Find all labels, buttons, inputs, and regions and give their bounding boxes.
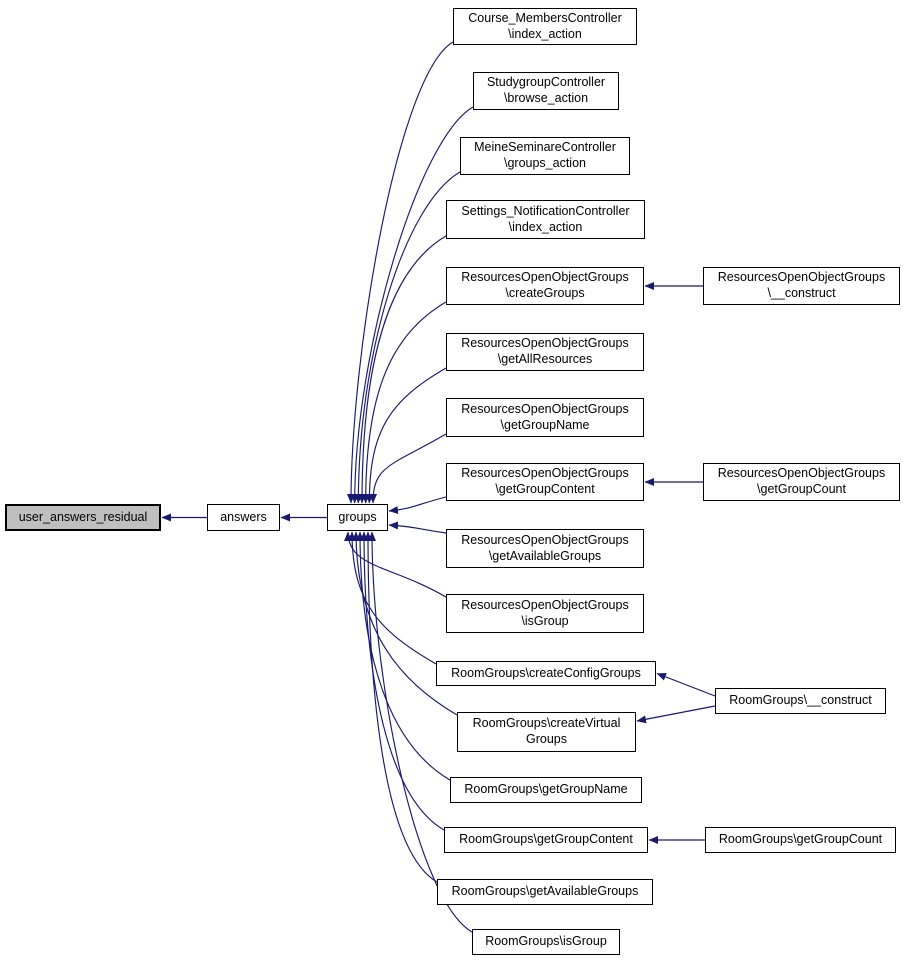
node-label: RoomGroups\createVirtual <box>472 716 621 731</box>
node-meineseminare_groups_action[interactable]: MeineSeminareController\groups_action <box>460 137 630 175</box>
node-label: ResourcesOpenObjectGroups <box>461 532 629 547</box>
node-course_members_index_action[interactable]: Course_MembersController\index_action <box>453 8 637 45</box>
edge-resources_isgroup-to-groups <box>344 531 447 598</box>
edge-settings_notification_index_action-to-groups <box>358 235 447 504</box>
node-label: \createGroups <box>505 286 585 300</box>
node-label: StudygroupController <box>486 75 606 90</box>
node-label: Settings_NotificationController <box>461 203 630 218</box>
node-label: RoomGroups\getGroupContent <box>459 832 633 847</box>
node-roomgroups_getgroupcount[interactable]: RoomGroups\getGroupCount <box>705 827 896 853</box>
edge-roomgroups_getgroupname-to-groups <box>356 531 451 781</box>
node-resources_getgroupname[interactable]: ResourcesOpenObjectGroups\getGroupName <box>446 398 644 437</box>
node-label: ResourcesOpenObjectGroups <box>461 336 629 351</box>
node-studygroup_browse_action[interactable]: StudygroupController\browse_action <box>473 72 619 110</box>
node-label: \getGroupCount <box>757 482 846 496</box>
node-label: ResourcesOpenObjectGroups <box>461 270 629 285</box>
node-label: ResourcesOpenObjectGroups <box>461 401 629 416</box>
node-user_answers_residual: user_answers_residual <box>5 504 161 531</box>
node-label: user_answers_residual <box>18 509 148 524</box>
node-roomgroups_getgroupcontent[interactable]: RoomGroups\getGroupContent <box>444 827 648 853</box>
node-settings_notification_index_action[interactable]: Settings_NotificationController\index_ac… <box>446 200 645 239</box>
node-label: MeineSeminareController <box>474 140 616 155</box>
edge-roomgroups_construct-to-roomgroups_createconfiggroups <box>656 672 716 697</box>
node-label: RoomGroups\createConfigGroups <box>451 665 641 680</box>
node-label: \index_action <box>508 219 583 234</box>
node-label: RoomGroups\__construct <box>729 693 872 708</box>
node-label: \getGroupContent <box>495 482 595 496</box>
node-label: RoomGroups\getGroupCount <box>718 832 883 847</box>
edge-roomgroups_isgroup-to-groups <box>368 531 473 933</box>
node-label: groups <box>338 509 377 524</box>
node-resources_isgroup[interactable]: ResourcesOpenObjectGroups\isGroup <box>446 594 644 633</box>
node-label: ResourcesOpenObjectGroups <box>717 270 886 285</box>
node-label: \getGroupName <box>500 417 590 432</box>
node-label: \groups_action <box>503 156 586 170</box>
edge-roomgroups_construct-to-roomgroups_createvirtualgroups <box>636 705 716 724</box>
node-label: ResourcesOpenObjectGroups <box>461 466 629 481</box>
node-label: RoomGroups\getAvailableGroups <box>451 884 639 899</box>
node-roomgroups_getgroupname[interactable]: RoomGroups\getGroupName <box>450 777 642 803</box>
edge-resources_getallresources-to-groups <box>365 367 447 504</box>
edge-roomgroups_getavailablegroups-to-groups <box>364 531 438 883</box>
node-label: \getAllResources <box>497 352 593 366</box>
node-resources_construct[interactable]: ResourcesOpenObjectGroups\__construct <box>703 267 900 305</box>
node-label: \isGroup <box>521 613 569 628</box>
node-label: RoomGroups\getGroupName <box>464 782 628 797</box>
edge-studygroup_browse_action-to-groups <box>350 106 474 504</box>
edge-resources_getgroupcontent-to-groups <box>388 496 447 515</box>
node-answers[interactable]: answers <box>207 504 280 531</box>
edge-resources_creategroups-to-groups <box>361 301 447 504</box>
node-label: ResourcesOpenObjectGroups <box>717 466 886 481</box>
node-label: \__construct <box>767 286 836 300</box>
node-roomgroups_isgroup[interactable]: RoomGroups\isGroup <box>472 929 620 955</box>
node-label: \getAvailableGroups <box>488 548 602 563</box>
node-label: answers <box>220 509 267 524</box>
node-label: RoomGroups\isGroup <box>485 934 607 949</box>
node-resources_getgroupcount[interactable]: ResourcesOpenObjectGroups\getGroupCount <box>703 463 900 501</box>
node-label: \index_action <box>508 26 582 41</box>
edge-resources_getgroupname-to-groups <box>369 433 447 504</box>
node-label: ResourcesOpenObjectGroups <box>461 597 629 612</box>
edge-meineseminare_groups_action-to-groups <box>354 171 461 504</box>
node-label: Groups <box>526 732 567 746</box>
node-resources_creategroups[interactable]: ResourcesOpenObjectGroups\createGroups <box>446 267 644 305</box>
node-label: \browse_action <box>503 91 589 105</box>
node-groups[interactable]: groups <box>327 504 388 531</box>
node-resources_getavailablegroups[interactable]: ResourcesOpenObjectGroups\getAvailableGr… <box>446 529 644 568</box>
node-roomgroups_createconfiggroups[interactable]: RoomGroups\createConfigGroups <box>436 661 656 686</box>
edge-resources_getavailablegroups-to-groups <box>388 521 447 534</box>
node-resources_getallresources[interactable]: ResourcesOpenObjectGroups\getAllResource… <box>446 333 644 371</box>
edge-roomgroups_getgroupcontent-to-groups <box>360 531 445 831</box>
edge-course_members_index_action-to-groups <box>347 41 454 504</box>
edge-roomgroups_createvirtualgroups-to-groups <box>352 531 458 716</box>
node-roomgroups_construct[interactable]: RoomGroups\__construct <box>715 688 886 714</box>
node-label: Course_MembersController <box>468 10 622 25</box>
node-resources_getgroupcontent[interactable]: ResourcesOpenObjectGroups\getGroupConten… <box>446 463 644 501</box>
node-roomgroups_getavailablegroups[interactable]: RoomGroups\getAvailableGroups <box>437 879 653 905</box>
edge-roomgroups_createconfiggroups-to-groups <box>348 531 437 665</box>
